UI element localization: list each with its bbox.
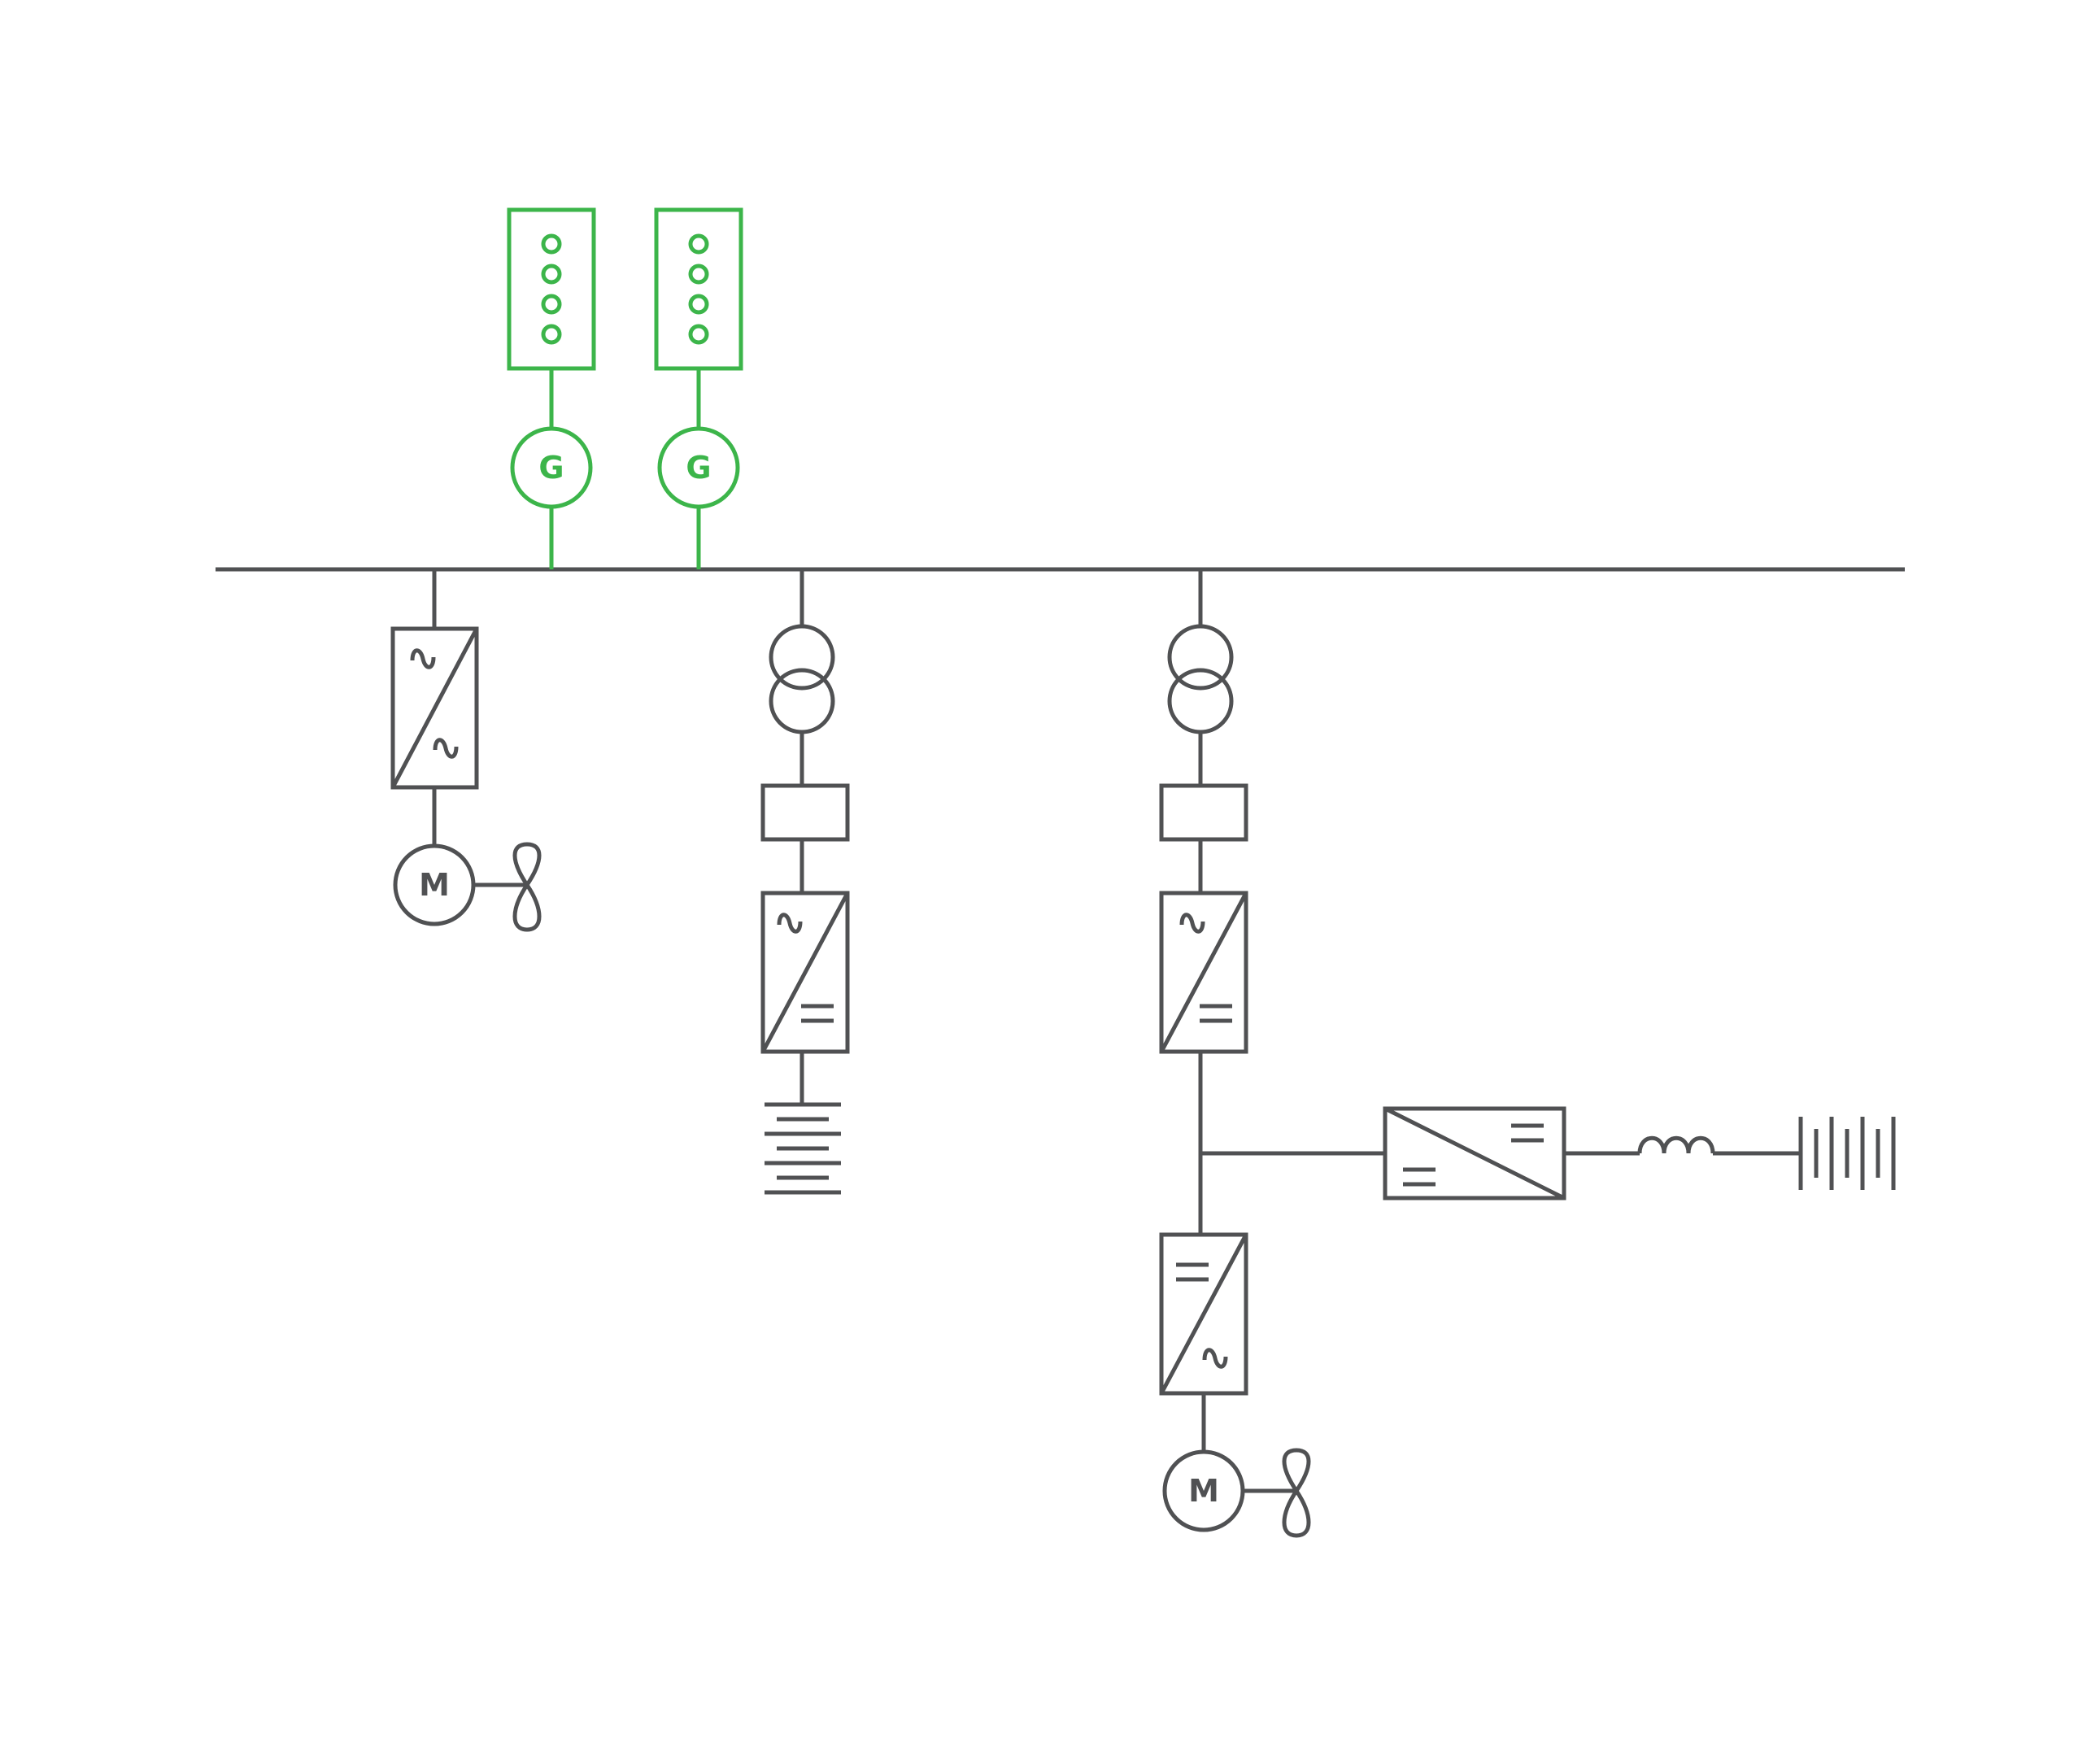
generator-1-label: G	[538, 450, 564, 486]
dc-ac-converter-icon	[1159, 1232, 1248, 1396]
generator-2-label: G	[686, 450, 711, 486]
rectifier-load-icon	[765, 1102, 841, 1195]
inductor-icon	[1637, 1135, 1715, 1154]
breaker-box	[760, 783, 850, 842]
ac-ac-converter-icon	[390, 626, 479, 790]
engine-icon	[654, 207, 743, 371]
breaker-box	[1159, 783, 1248, 842]
propeller-icon	[512, 842, 542, 932]
generator-set-1	[507, 207, 596, 569]
feeder-2-load	[760, 569, 850, 1195]
feeder-3-hybrid	[1159, 569, 1896, 1538]
ac-dc-converter-icon	[760, 891, 850, 1054]
dc-dc-converter-icon	[1383, 1106, 1566, 1200]
generator-set-2	[654, 207, 743, 569]
battery-icon	[1798, 1117, 1896, 1190]
transformer-icon	[769, 624, 835, 734]
engine-icon	[507, 207, 596, 371]
transformer-icon	[1167, 624, 1234, 734]
motor-1-label: M	[419, 867, 450, 903]
motor-2-label: M	[1188, 1473, 1219, 1509]
feeder-1-propulsion	[390, 569, 542, 932]
propeller-icon	[1282, 1448, 1311, 1538]
ac-dc-converter-icon	[1159, 891, 1248, 1054]
